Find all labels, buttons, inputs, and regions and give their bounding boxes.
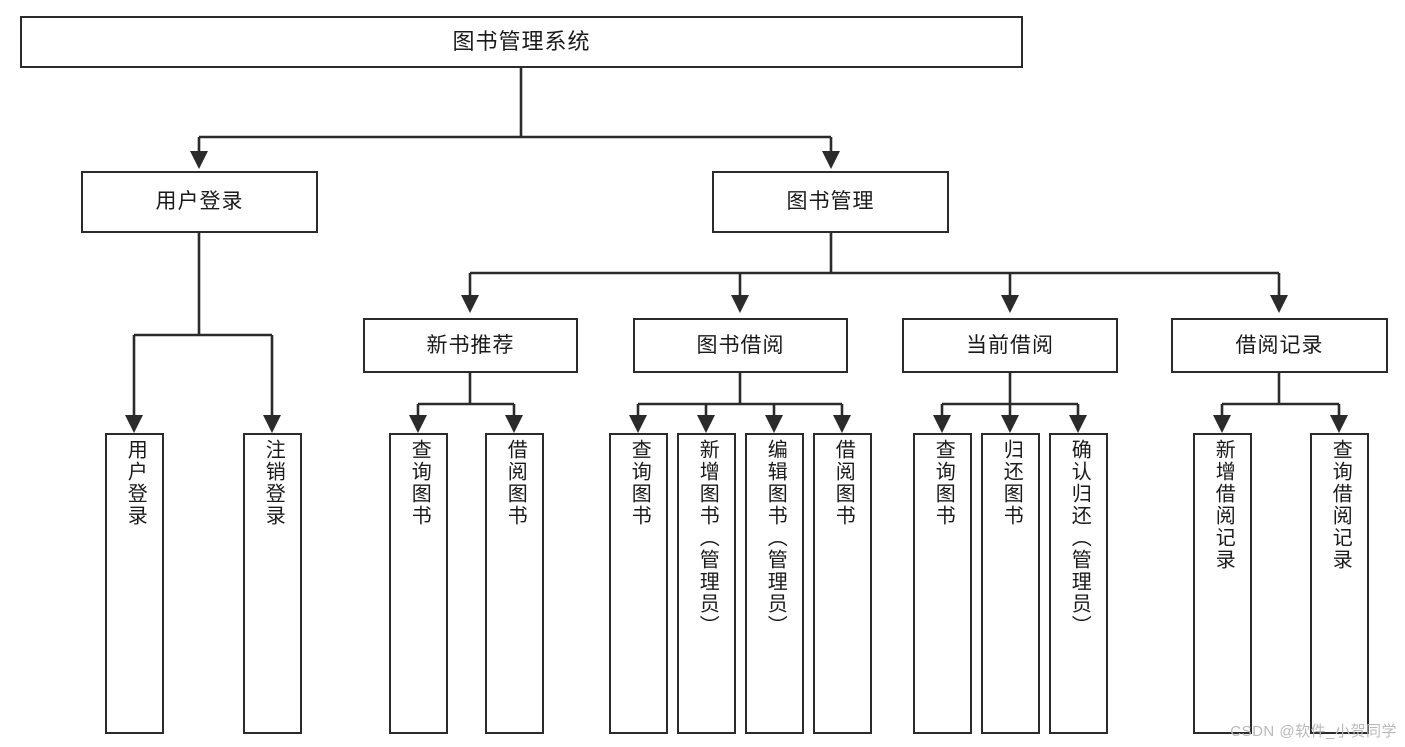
node-label: 图书管理系统 bbox=[452, 28, 591, 54]
leaf-add-book[interactable]: 新增图书（管理员） bbox=[677, 433, 736, 734]
leaf-borrow-book-1[interactable]: 借阅图书 bbox=[485, 433, 544, 734]
node-book-management[interactable]: 图书管理 bbox=[712, 171, 949, 233]
node-label: 编辑图书（管理员） bbox=[764, 439, 787, 637]
leaf-add-record[interactable]: 新增借阅记录 bbox=[1193, 433, 1252, 734]
leaf-edit-book[interactable]: 编辑图书（管理员） bbox=[745, 433, 804, 734]
node-label: 图书管理 bbox=[786, 190, 875, 214]
leaf-user-login[interactable]: 用户登录 bbox=[105, 433, 164, 734]
leaf-logout-login[interactable]: 注销登录 bbox=[243, 433, 302, 734]
leaf-query-book-2[interactable]: 查询图书 bbox=[609, 433, 668, 734]
node-label: 新书推荐 bbox=[426, 333, 515, 357]
node-book-management-system[interactable]: 图书管理系统 bbox=[20, 16, 1023, 68]
node-label: 借阅图书 bbox=[504, 439, 527, 527]
leaf-query-record[interactable]: 查询借阅记录 bbox=[1310, 433, 1369, 734]
node-label: 图书借阅 bbox=[696, 333, 785, 357]
node-label: 查询图书 bbox=[408, 439, 431, 527]
node-book-borrow[interactable]: 图书借阅 bbox=[633, 318, 848, 373]
leaf-borrow-book-2[interactable]: 借阅图书 bbox=[813, 433, 872, 734]
leaf-return-book[interactable]: 归还图书 bbox=[981, 433, 1040, 734]
csdn-watermark: CSDN @软件_小贺同学 bbox=[1230, 723, 1397, 740]
node-label: 查询图书 bbox=[932, 439, 955, 527]
node-label: 新增图书（管理员） bbox=[696, 439, 719, 637]
node-label: 注销登录 bbox=[262, 439, 285, 527]
node-label: 查询借阅记录 bbox=[1329, 439, 1352, 571]
node-label: 归还图书 bbox=[1000, 439, 1023, 527]
node-label: 查询图书 bbox=[628, 439, 651, 527]
node-borrow-record[interactable]: 借阅记录 bbox=[1171, 318, 1388, 373]
node-label: 新增借阅记录 bbox=[1212, 439, 1235, 571]
leaf-query-book-3[interactable]: 查询图书 bbox=[913, 433, 972, 734]
node-label: 用户登录 bbox=[124, 439, 147, 527]
node-user-login[interactable]: 用户登录 bbox=[81, 171, 318, 233]
node-label: 借阅图书 bbox=[832, 439, 855, 527]
node-label: 当前借阅 bbox=[966, 333, 1054, 357]
node-label: 用户登录 bbox=[155, 190, 244, 214]
node-label: 借阅记录 bbox=[1235, 333, 1324, 357]
leaf-confirm-return[interactable]: 确认归还（管理员） bbox=[1049, 433, 1108, 734]
node-current-borrow[interactable]: 当前借阅 bbox=[902, 318, 1118, 373]
leaf-query-book-1[interactable]: 查询图书 bbox=[389, 433, 448, 734]
node-new-book-recommend[interactable]: 新书推荐 bbox=[363, 318, 578, 373]
node-label: 确认归还（管理员） bbox=[1068, 439, 1091, 637]
